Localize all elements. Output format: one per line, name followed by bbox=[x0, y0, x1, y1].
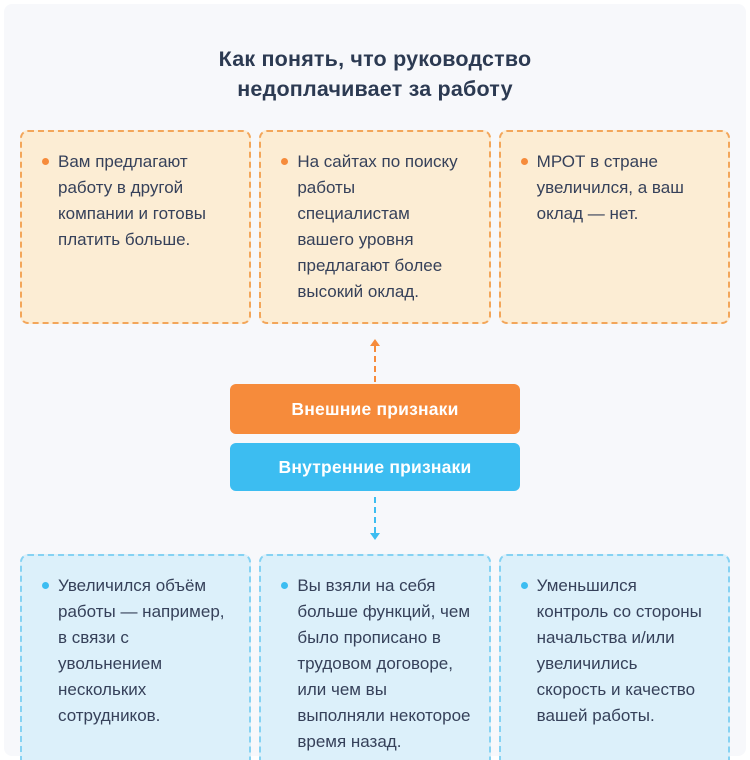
arrow-up-head-icon bbox=[370, 339, 380, 346]
internal-sign-card: Вы взяли на себя больше функций, чем был… bbox=[259, 554, 491, 760]
arrow-down-head-icon bbox=[370, 533, 380, 540]
infographic-board: Как понять, что руководство недоплачивае… bbox=[4, 4, 746, 760]
external-signs-label: Внешние признаки bbox=[230, 384, 520, 434]
external-sign-card: Вам предлагают работу в другой компании … bbox=[20, 130, 252, 324]
external-sign-card: На сайтах по поиску работы специалистам … bbox=[259, 130, 491, 324]
internal-sign-card: Увеличился объём работы — например, в св… bbox=[20, 554, 252, 760]
arrow-down-line-icon bbox=[374, 497, 376, 533]
bullet-dot-icon bbox=[520, 158, 528, 165]
external-sign-text: МРОТ в стране увеличился, а ваш оклад — … bbox=[536, 152, 684, 223]
arrow-up-icon bbox=[370, 339, 380, 382]
internal-sign-text: Вы взяли на себя больше функций, чем был… bbox=[297, 576, 471, 751]
external-signs-row: Вам предлагают работу в другой компании … bbox=[4, 130, 746, 324]
internal-signs-label: Внутренние признаки bbox=[230, 443, 520, 491]
external-sign-card: МРОТ в стране увеличился, а ваш оклад — … bbox=[498, 130, 730, 324]
external-sign-text: Вам предлагают работу в другой компании … bbox=[58, 152, 206, 249]
internal-signs-row: Увеличился объём работы — например, в св… bbox=[4, 554, 746, 760]
internal-sign-text: Увеличился объём работы — например, в св… bbox=[58, 576, 225, 725]
arrow-down-icon bbox=[370, 497, 380, 540]
arrow-up-line-icon bbox=[374, 346, 376, 382]
bullet-dot-icon bbox=[281, 582, 289, 589]
bullet-dot-icon bbox=[42, 158, 49, 165]
internal-sign-text: Уменьшился контроль со стороны начальств… bbox=[536, 576, 702, 725]
page-title: Как понять, что руководство недоплачивае… bbox=[218, 47, 532, 101]
bullet-dot-icon bbox=[520, 582, 528, 589]
bullet-dot-icon bbox=[42, 582, 49, 589]
external-sign-text: На сайтах по поиску работы специалистам … bbox=[297, 152, 458, 301]
internal-sign-card: Уменьшился контроль со стороны начальств… bbox=[498, 554, 730, 760]
bullet-dot-icon bbox=[281, 158, 289, 165]
connector-section: Внешние признаки Внутренние признаки bbox=[230, 324, 520, 540]
